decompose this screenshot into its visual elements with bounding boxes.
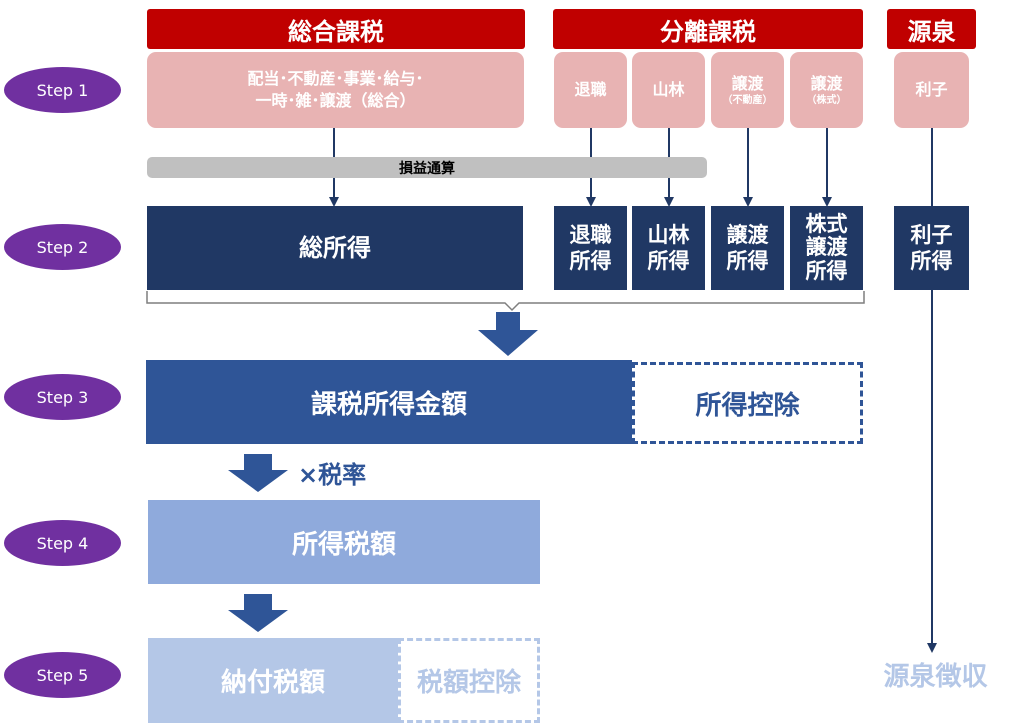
step-2-label: Step 2 xyxy=(4,224,121,270)
source-general-line1: 配当･不動産･事業･給与･ xyxy=(247,69,424,89)
header-withholding: 源泉 xyxy=(887,9,976,49)
block-arrow-3 xyxy=(228,594,288,632)
income-interest: 利子 所得 xyxy=(894,206,969,290)
income-retirement-l2: 所得 xyxy=(569,249,612,273)
source-transfer-realestate: 譲渡 （不動産） xyxy=(711,52,784,128)
income-interest-l1: 利子 xyxy=(910,222,953,247)
step-5-label: Step 5 xyxy=(4,652,121,698)
block-arrow-2 xyxy=(228,454,288,492)
step-3-label: Step 3 xyxy=(4,374,121,420)
block-arrow-1 xyxy=(478,312,538,356)
income-retirement: 退職 所得 xyxy=(554,206,627,290)
withholding-collection-label: 源泉徴収 xyxy=(883,662,988,692)
source-interest: 利子 xyxy=(894,52,969,128)
income-tax-box: 所得税額 xyxy=(148,500,540,584)
income-stock-l2: 譲渡 xyxy=(805,235,848,260)
income-transfer-l2: 所得 xyxy=(726,249,769,273)
income-forest-l1: 山林 xyxy=(647,222,690,247)
income-retirement-l1: 退職 xyxy=(569,222,612,247)
tax-credit-box: 税額控除 xyxy=(398,638,540,723)
tax-rate-label: ×税率 xyxy=(298,461,367,489)
source-transfer-note: （不動産） xyxy=(722,94,773,106)
income-stock-l1: 株式 xyxy=(805,212,848,237)
source-general: 配当･不動産･事業･給与･ 一時･雑･譲渡（総合） xyxy=(147,52,524,128)
source-general-line2: 一時･雑･譲渡（総合） xyxy=(255,91,416,110)
income-deduction-box: 所得控除 xyxy=(632,362,863,444)
header-general-tax: 総合課税 xyxy=(147,9,525,49)
source-transfer-stock: 譲渡 （株式） xyxy=(790,52,863,128)
income-transfer-l1: 譲渡 xyxy=(726,222,769,247)
income-transfer: 譲渡 所得 xyxy=(711,206,784,290)
income-forest-l2: 所得 xyxy=(647,249,690,273)
income-total: 総所得 xyxy=(147,206,523,290)
step-4-label: Step 4 xyxy=(4,520,121,566)
income-stock-l3: 所得 xyxy=(805,258,848,283)
step2-bracket xyxy=(146,291,865,312)
step-1-label: Step 1 xyxy=(4,67,121,113)
income-forest: 山林 所得 xyxy=(632,206,705,290)
income-stock-transfer: 株式 譲渡 所得 xyxy=(790,206,863,290)
tax-payable-box: 納付税額 xyxy=(148,638,398,723)
source-transfer2-label: 譲渡 xyxy=(810,74,843,94)
source-forest: 山林 xyxy=(632,52,705,128)
taxable-income-box: 課税所得金額 xyxy=(146,360,632,444)
source-retirement: 退職 xyxy=(554,52,627,128)
income-interest-l2: 所得 xyxy=(910,249,953,273)
source-transfer2-note: （株式） xyxy=(806,94,847,106)
source-transfer-label: 譲渡 xyxy=(731,74,764,94)
header-separate-tax: 分離課税 xyxy=(553,9,863,49)
offset-bar: 損益通算 xyxy=(147,157,707,178)
